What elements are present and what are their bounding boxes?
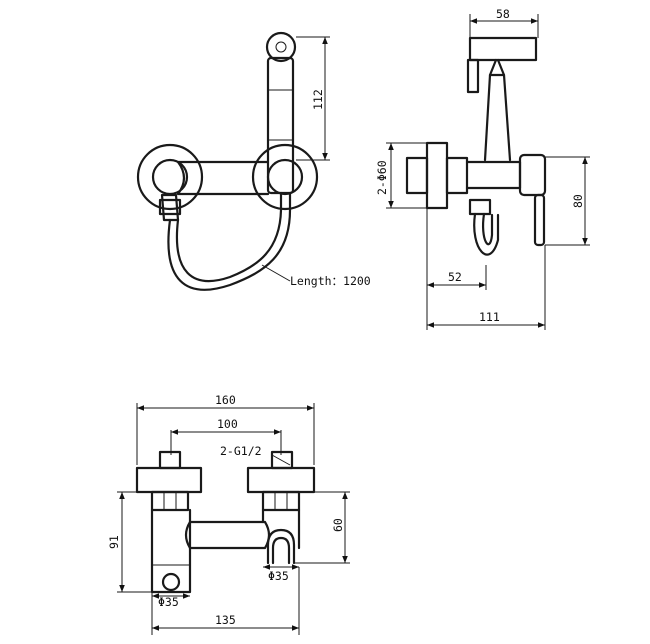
right-stem [261, 508, 301, 550]
right-height-extension-lines [294, 491, 350, 564]
left-rosette-plate [135, 466, 203, 494]
hose-loop [473, 212, 500, 256]
center-distance-label: 100 [217, 417, 238, 431]
holder-diameter-label: Φ35 [268, 569, 289, 583]
width-top-label: 58 [496, 7, 510, 21]
right-rosette [251, 143, 319, 211]
right-rosette-plate [246, 466, 316, 494]
spray-head [265, 31, 297, 63]
lever-side [533, 193, 546, 247]
front-view: Length：1200 112 [136, 31, 371, 291]
hose-connector [468, 198, 492, 216]
lever-nut [158, 198, 182, 216]
left-height-label: 91 [107, 535, 121, 549]
left-nut [150, 490, 190, 512]
valve-body [176, 160, 270, 196]
side-height-label: 80 [571, 194, 585, 208]
right-inlet-circle [266, 158, 304, 196]
valve-body-side [465, 160, 522, 190]
height-dim-label: 112 [311, 89, 325, 110]
inlet-stub [405, 156, 429, 195]
valve-cap [518, 153, 547, 197]
overall-width-label: 160 [215, 393, 236, 407]
left-inlet-stub [158, 450, 182, 470]
depth-inner-label: 52 [448, 270, 462, 284]
body-diameter-label: Φ35 [158, 595, 179, 609]
diameter-label: 2-Φ60 [375, 160, 389, 195]
thread-label: 2-G1/2 [220, 444, 262, 458]
length-leader [261, 264, 291, 282]
width-extension-lines [469, 14, 539, 38]
rosette-side [425, 141, 449, 210]
lever-circle [161, 572, 181, 592]
depth-total-label: 111 [479, 310, 500, 324]
handshower-grip-lines [268, 89, 293, 141]
right-nut [261, 490, 301, 512]
hose-inner [175, 191, 283, 283]
left-nut-facets [163, 492, 177, 510]
base-width-label: 135 [215, 613, 236, 627]
spray-nozzle-icon [275, 41, 287, 53]
bracket-plate [466, 58, 480, 94]
wall-bracket [468, 36, 538, 62]
thread-leader [271, 454, 291, 466]
body-nut [445, 156, 469, 195]
left-rosette [136, 143, 204, 211]
bottom-view: 160 100 2-G1/2 91 [107, 393, 350, 635]
right-height-label: 60 [331, 518, 345, 532]
handshower-stem [483, 73, 512, 162]
handshower-body [266, 56, 295, 195]
depth-inner-extension-lines [426, 208, 487, 330]
right-nut-facets [274, 492, 288, 510]
handshower-holder [266, 528, 296, 565]
hose-loop-inner [482, 212, 494, 246]
cross-tube [184, 520, 271, 550]
handshower-holder-inner [271, 536, 291, 565]
hose [167, 191, 292, 291]
side-view: 58 2-Φ60 80 52 111 [375, 7, 590, 330]
left-body [150, 508, 192, 594]
handshower-nozzle [488, 58, 506, 77]
hose-length-label: Length：1200 [290, 274, 371, 288]
overall-width-extension-lines [136, 403, 315, 465]
